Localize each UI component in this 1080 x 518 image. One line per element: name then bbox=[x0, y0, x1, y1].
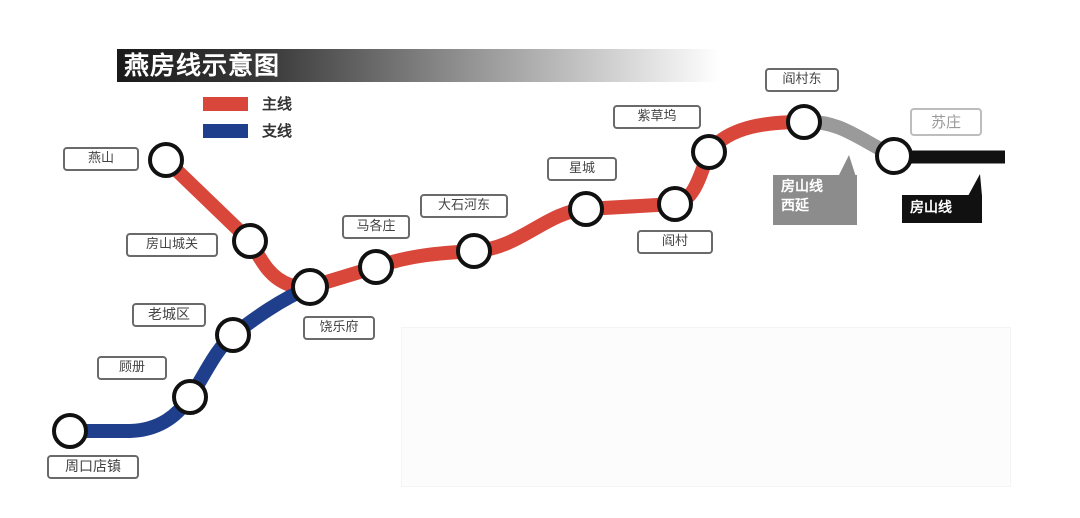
station-label-dashihedong[interactable]: 大石河东 bbox=[420, 194, 508, 218]
callout-pointer-west-extension bbox=[838, 155, 856, 177]
legend-swatch-main-line bbox=[203, 97, 248, 111]
station-marker-laochengqu[interactable] bbox=[215, 317, 251, 353]
station-marker-suzhuang[interactable] bbox=[875, 137, 913, 175]
callout-west-extension-line2: 西延 bbox=[781, 198, 809, 214]
station-marker-yanshan[interactable] bbox=[148, 142, 184, 178]
callout-fangshan-line-label: 房山线 bbox=[910, 200, 952, 216]
map-title: 燕房线示意图 bbox=[124, 51, 281, 80]
station-label-guce[interactable]: 顾册 bbox=[97, 356, 167, 380]
branch-line-path bbox=[63, 280, 317, 438]
callout-west-extension-line1: 房山线 bbox=[781, 179, 823, 195]
station-label-yancundong[interactable]: 阎村东 bbox=[765, 68, 839, 92]
legend-label-branch-line: 支线 bbox=[262, 122, 293, 140]
station-marker-zicaowu[interactable] bbox=[691, 134, 727, 170]
station-label-yanshan[interactable]: 燕山 bbox=[63, 147, 139, 171]
station-marker-yancun[interactable] bbox=[657, 186, 693, 222]
legend-swatch-branch-line bbox=[203, 124, 248, 138]
station-label-raolefu[interactable]: 饶乐府 bbox=[303, 316, 375, 340]
station-marker-yancundong[interactable] bbox=[786, 104, 822, 140]
station-marker-xingcheng[interactable] bbox=[568, 191, 604, 227]
station-label-yancun[interactable]: 阎村 bbox=[637, 230, 713, 254]
station-label-zicaowu[interactable]: 紫草坞 bbox=[613, 105, 701, 129]
station-label-zhoukoudian[interactable]: 周口店镇 bbox=[47, 455, 139, 479]
callout-fangshan-line: 房山线 bbox=[902, 195, 982, 223]
station-marker-dashihedong[interactable] bbox=[456, 233, 492, 269]
station-label-fangshan-chengguan[interactable]: 房山城关 bbox=[126, 233, 218, 257]
station-marker-zhoukoudian[interactable] bbox=[52, 413, 88, 449]
callout-pointer-fangshan-line bbox=[968, 174, 982, 196]
station-label-laochengqu[interactable]: 老城区 bbox=[132, 303, 206, 327]
station-label-xingcheng[interactable]: 星城 bbox=[547, 157, 617, 181]
station-marker-fangshan-chengguan[interactable] bbox=[232, 223, 268, 259]
station-marker-guce[interactable] bbox=[172, 379, 208, 415]
station-label-suzhuang[interactable]: 苏庄 bbox=[910, 108, 982, 136]
callout-west-extension: 房山线 西延 bbox=[773, 175, 857, 225]
legend-label-main-line: 主线 bbox=[262, 95, 293, 113]
station-marker-raolefu[interactable] bbox=[291, 268, 329, 306]
station-marker-magezhuang[interactable] bbox=[358, 249, 394, 285]
blank-panel bbox=[401, 327, 1011, 487]
station-label-magezhuang[interactable]: 马各庄 bbox=[342, 215, 410, 239]
title-banner bbox=[117, 49, 720, 82]
